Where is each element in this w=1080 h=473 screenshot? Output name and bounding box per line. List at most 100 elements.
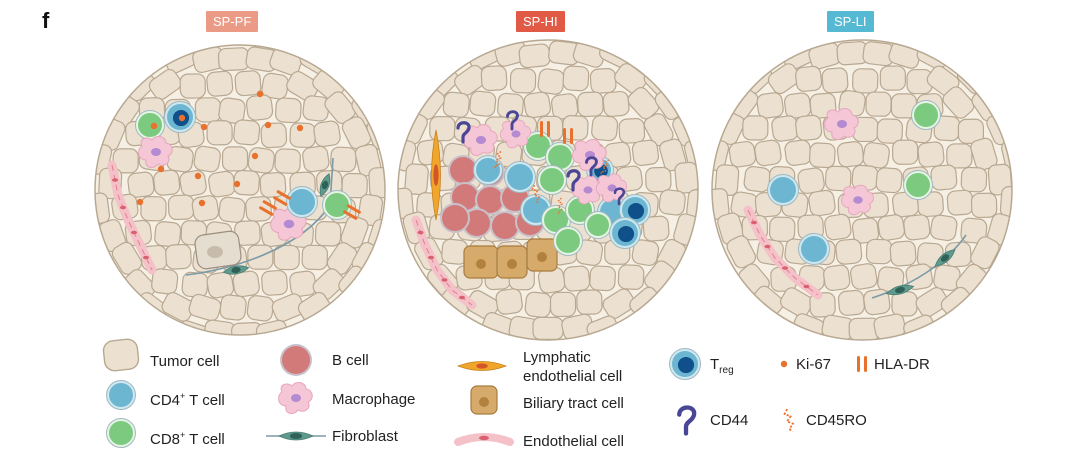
cd4-t-cell-body: [109, 383, 133, 407]
hla-dr-bar-1: [343, 210, 358, 220]
tumor-cell: [795, 114, 823, 141]
b-cell: [440, 203, 470, 233]
tumor-cell-body: [188, 293, 222, 322]
tumor-cell: [532, 316, 564, 340]
cd44-marker: [566, 169, 581, 192]
tumor-cell: [167, 194, 195, 221]
tumor-cell-body: [301, 244, 329, 271]
legend-cd44-label: CD44: [710, 412, 749, 429]
cd4-t-cell: [286, 186, 318, 218]
cd45ro-icon: [783, 408, 795, 433]
cd4-t-cell-body: [289, 189, 315, 215]
panel-sp-hi: [411, 110, 651, 310]
tumor-cell: [957, 118, 985, 144]
tumor-cell: [808, 142, 836, 169]
endothelial-vessel: [411, 215, 477, 310]
tumor-cell-body: [795, 65, 823, 92]
cd44-marker: [585, 156, 598, 177]
tumor-cell: [771, 115, 799, 142]
tumor-cell-body: [261, 269, 288, 296]
tumor-cell-body: [247, 147, 275, 174]
tumor-cell: [219, 294, 247, 321]
tumor-cell-body: [563, 265, 591, 292]
treg-cell-nucleus: [627, 202, 645, 220]
tumor-outline: [711, 39, 1013, 341]
tumor-cell: [903, 214, 931, 241]
hla-dr-marker: [343, 204, 361, 220]
tumor-cell: [852, 68, 879, 94]
tumor-cell: [627, 86, 660, 120]
cd45ro-shape: [557, 197, 564, 216]
cd8-t-cell: [584, 211, 612, 239]
cd8-t-cell-body: [556, 229, 580, 253]
tumor-cell-body: [591, 115, 619, 142]
tumor-cell-body: [835, 238, 863, 265]
tumor-cell-body: [245, 94, 274, 121]
tumor-cell: [970, 137, 998, 171]
endothelial-nucleus: [441, 278, 448, 282]
tumor-cell-body: [808, 189, 836, 217]
cd44-icon: [677, 405, 697, 436]
tumor-cell: [631, 139, 660, 167]
tumor-cell: [808, 189, 836, 217]
endothelial-vessel: [107, 160, 157, 275]
tumor-cell-body: [970, 137, 998, 171]
tumor-cell-body: [946, 189, 974, 216]
fibroblast-strand: [185, 157, 334, 276]
badge-sp-pf: SP-PF: [206, 11, 259, 32]
cd45ro-marker: [531, 184, 541, 205]
panel-sp-li: [743, 100, 967, 300]
tumor-cell-body: [767, 63, 801, 95]
ki67-dot: [136, 198, 144, 206]
macrophage-nucleus: [607, 184, 617, 192]
tumor-cell-body: [127, 171, 155, 198]
tumor-cell: [865, 91, 892, 117]
tumor-cell-body: [260, 122, 288, 149]
cd8-t-cell-body: [138, 113, 162, 137]
ki67-dot: [233, 180, 241, 188]
tumor-cell: [314, 221, 342, 247]
b-cell-body: [477, 187, 503, 213]
tumor-cell: [618, 118, 646, 144]
tumor-cell: [404, 163, 429, 196]
hla-dr-bar-1: [259, 206, 274, 216]
tumor-cell: [631, 239, 660, 267]
tumor-cell-body: [286, 70, 320, 102]
tumor-cell-body: [865, 91, 892, 117]
tumor-cell-body: [313, 120, 341, 148]
tumor-cell-body: [218, 97, 246, 124]
legend-treg-label: Treg: [710, 356, 734, 376]
tumor-cell-body: [862, 142, 890, 169]
biliary-tract-cell: [463, 245, 499, 279]
tumor-cell-body: [148, 68, 182, 100]
tumor-cell-body: [509, 67, 537, 94]
cd8-t-cell-body: [906, 173, 930, 197]
tumor-cell: [589, 265, 616, 292]
b-cell-body: [442, 205, 468, 231]
tumor-cell: [217, 47, 250, 72]
tumor-cell: [728, 140, 757, 168]
cd8-t-cell-body: [540, 168, 564, 192]
tumor-cell: [797, 167, 825, 194]
hla-dr-bar-2: [262, 200, 277, 210]
tumor-cell: [127, 171, 155, 198]
fibroblast: [319, 173, 331, 197]
cd44-marker: [506, 110, 519, 131]
tumor-cell: [191, 195, 220, 222]
tumor-cell: [188, 293, 222, 322]
tumor-cell-body: [850, 263, 878, 290]
cd8-t-cell-body: [544, 208, 568, 232]
tumor-cell-body: [930, 214, 958, 242]
tumor-cell-body: [217, 47, 250, 72]
tumor-outline: [94, 44, 386, 336]
tumor-cell-body: [368, 166, 385, 199]
tumor-cell-body: [524, 291, 552, 318]
tumor-cell: [742, 115, 769, 141]
hla-dr-bar-1: [273, 196, 288, 206]
tumor-cell: [862, 142, 890, 169]
tumor-cell: [537, 68, 565, 95]
tumor-cell-body: [891, 291, 918, 317]
cd4-t-cell: [798, 233, 830, 265]
tumor-cell-body: [562, 65, 590, 92]
tumor-cell: [865, 238, 893, 265]
